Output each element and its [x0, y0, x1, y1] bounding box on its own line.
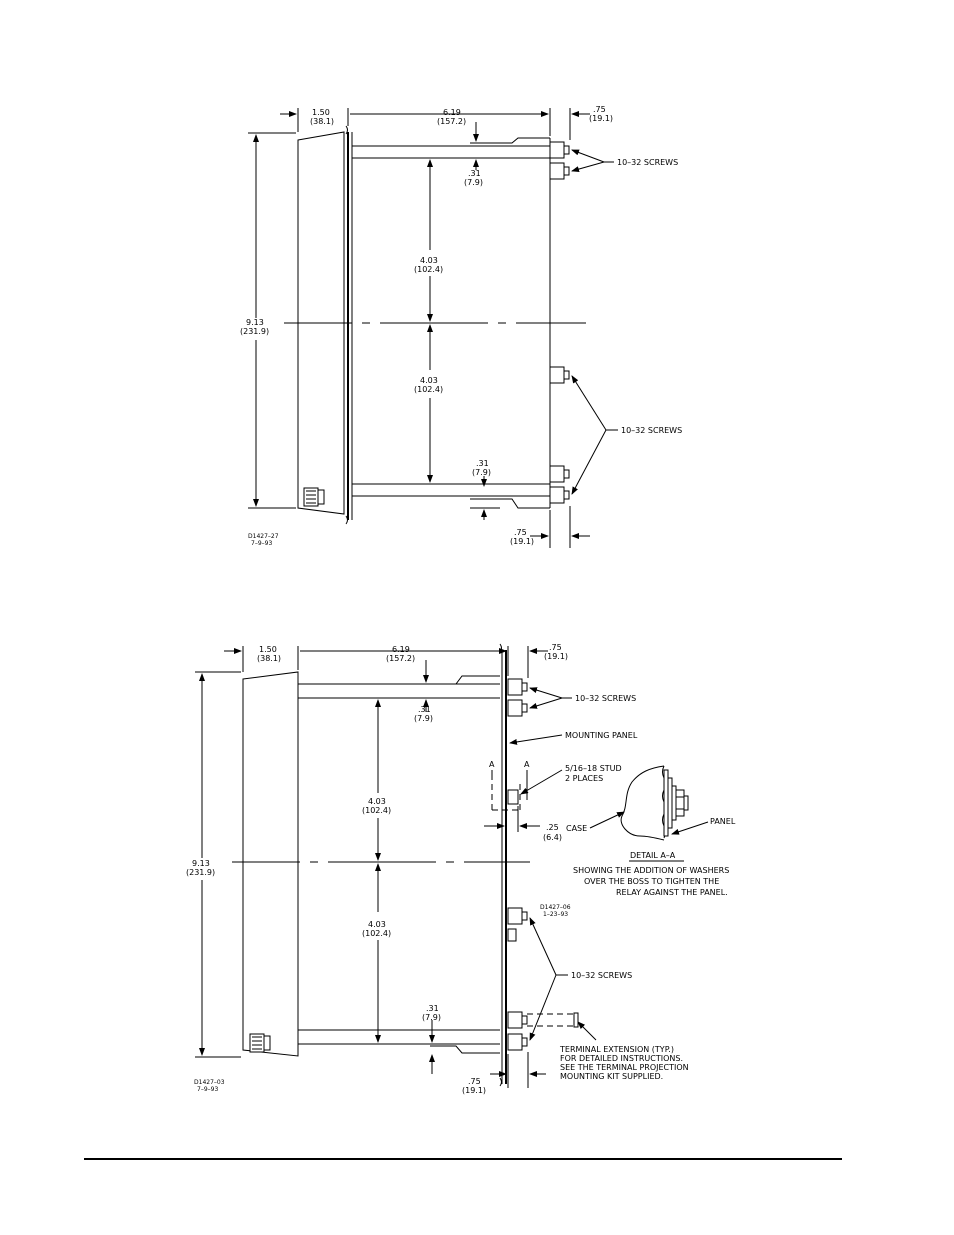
dim-stud: .25 — [546, 823, 559, 832]
dim-lower-half-mm: (102.4) — [414, 385, 443, 394]
label-panel: PANEL — [710, 817, 736, 826]
dim-offset-bottom-mm: (7.9) — [422, 1013, 441, 1022]
drawing-id: D1427–03 — [194, 1079, 225, 1086]
dim-upper-half-mm: (102.4) — [362, 806, 391, 815]
drawing-id: D1427–27 — [248, 533, 279, 540]
drawing-date: 7–9–93 — [251, 540, 272, 547]
dim-stud-mm: (6.4) — [543, 833, 562, 842]
dim-terminal-top: .75 — [593, 105, 606, 114]
dim-height-mm: (231.9) — [186, 868, 215, 877]
label-screws-top: 10–32 SCREWS — [575, 694, 636, 703]
dim-height: 9.13 — [192, 859, 210, 868]
detail-date: 1–23–93 — [543, 911, 568, 918]
screw-terminal — [507, 678, 528, 1051]
dim-offset-bottom: .31 — [426, 1004, 439, 1013]
detail-caption-2: OVER THE BOSS TO TIGHTEN THE — [584, 877, 719, 886]
dim-depth: 6.19 — [443, 108, 461, 117]
dim-offset-top-mm: (7.9) — [464, 178, 483, 187]
dim-height: 9.13 — [246, 318, 264, 327]
dim-lower-half-mm: (102.4) — [362, 929, 391, 938]
dim-upper-half: 4.03 — [420, 256, 438, 265]
dim-lower-half: 4.03 — [368, 920, 386, 929]
dim-offset-bottom-mm: (7.9) — [472, 468, 491, 477]
dim-offset-bottom: .31 — [476, 459, 489, 468]
screw-terminal — [549, 141, 570, 504]
dim-depth-mm: (157.2) — [386, 654, 415, 663]
drawing-1-side-view: 1.50 (38.1) 6.19 (157.2) .75 (19.1) 9.13… — [240, 105, 682, 548]
detail-caption-3: RELAY AGAINST THE PANEL. — [616, 888, 728, 897]
dim-offset-top: .31 — [418, 705, 431, 714]
dim-left-width: 1.50 — [312, 108, 330, 117]
label-mounting-panel: MOUNTING PANEL — [565, 731, 638, 740]
dim-left-width: 1.50 — [259, 645, 277, 654]
section-mark-left: A — [489, 760, 495, 769]
dim-depth-mm: (157.2) — [437, 117, 466, 126]
dim-left-width-mm: (38.1) — [310, 117, 334, 126]
detail-id: D1427–06 — [540, 904, 571, 911]
dim-depth: 6.19 — [392, 645, 410, 654]
dim-terminal-top-mm: (19.1) — [544, 652, 568, 661]
dim-terminal-bottom: .75 — [514, 528, 527, 537]
dim-terminal-bottom-mm: (19.1) — [510, 537, 534, 546]
dim-terminal-top: .75 — [549, 643, 562, 652]
label-case: CASE — [566, 824, 587, 833]
detail-caption-1: SHOWING THE ADDITION OF WASHERS — [573, 866, 729, 875]
drawing-2-panel-mount-view: A A 1.50 (38.1) 6.19 (157.2) .75 (19.1) … — [186, 643, 689, 1095]
drawing-date: 7–9–93 — [197, 1086, 218, 1093]
dim-offset-top: .31 — [468, 169, 481, 178]
page-footer-rule — [84, 1158, 842, 1160]
dim-offset-top-mm: (7.9) — [414, 714, 433, 723]
dim-terminal-bottom-mm: (19.1) — [462, 1086, 486, 1095]
dim-left-width-mm: (38.1) — [257, 654, 281, 663]
detail-a-a: CASE PANEL DETAIL A–A SHOWING THE ADDITI… — [566, 765, 736, 897]
dim-height-mm: (231.9) — [240, 327, 269, 336]
terminal-note-line-1: TERMINAL EXTENSION (TYP.) — [559, 1045, 674, 1054]
label-screws-bottom: 10–32 SCREWS — [621, 426, 682, 435]
label-screws-top: 10–32 SCREWS — [617, 158, 678, 167]
terminal-note-line-4: MOUNTING KIT SUPPLIED. — [560, 1072, 663, 1081]
label-stud-places: 2 PLACES — [565, 774, 603, 783]
detail-title: DETAIL A–A — [630, 851, 676, 860]
dim-terminal-bottom: .75 — [468, 1077, 481, 1086]
label-stud: 5/16–18 STUD — [565, 764, 622, 773]
dim-terminal-top-mm: (19.1) — [589, 114, 613, 123]
dim-lower-half: 4.03 — [420, 376, 438, 385]
terminal-note-line-2: FOR DETAILED INSTRUCTIONS. — [560, 1054, 683, 1063]
dim-upper-half-mm: (102.4) — [414, 265, 443, 274]
label-screws-bottom: 10–32 SCREWS — [571, 971, 632, 980]
dim-upper-half: 4.03 — [368, 797, 386, 806]
section-mark-right: A — [524, 760, 530, 769]
terminal-note-line-3: SEE THE TERMINAL PROJECTION — [560, 1063, 689, 1072]
